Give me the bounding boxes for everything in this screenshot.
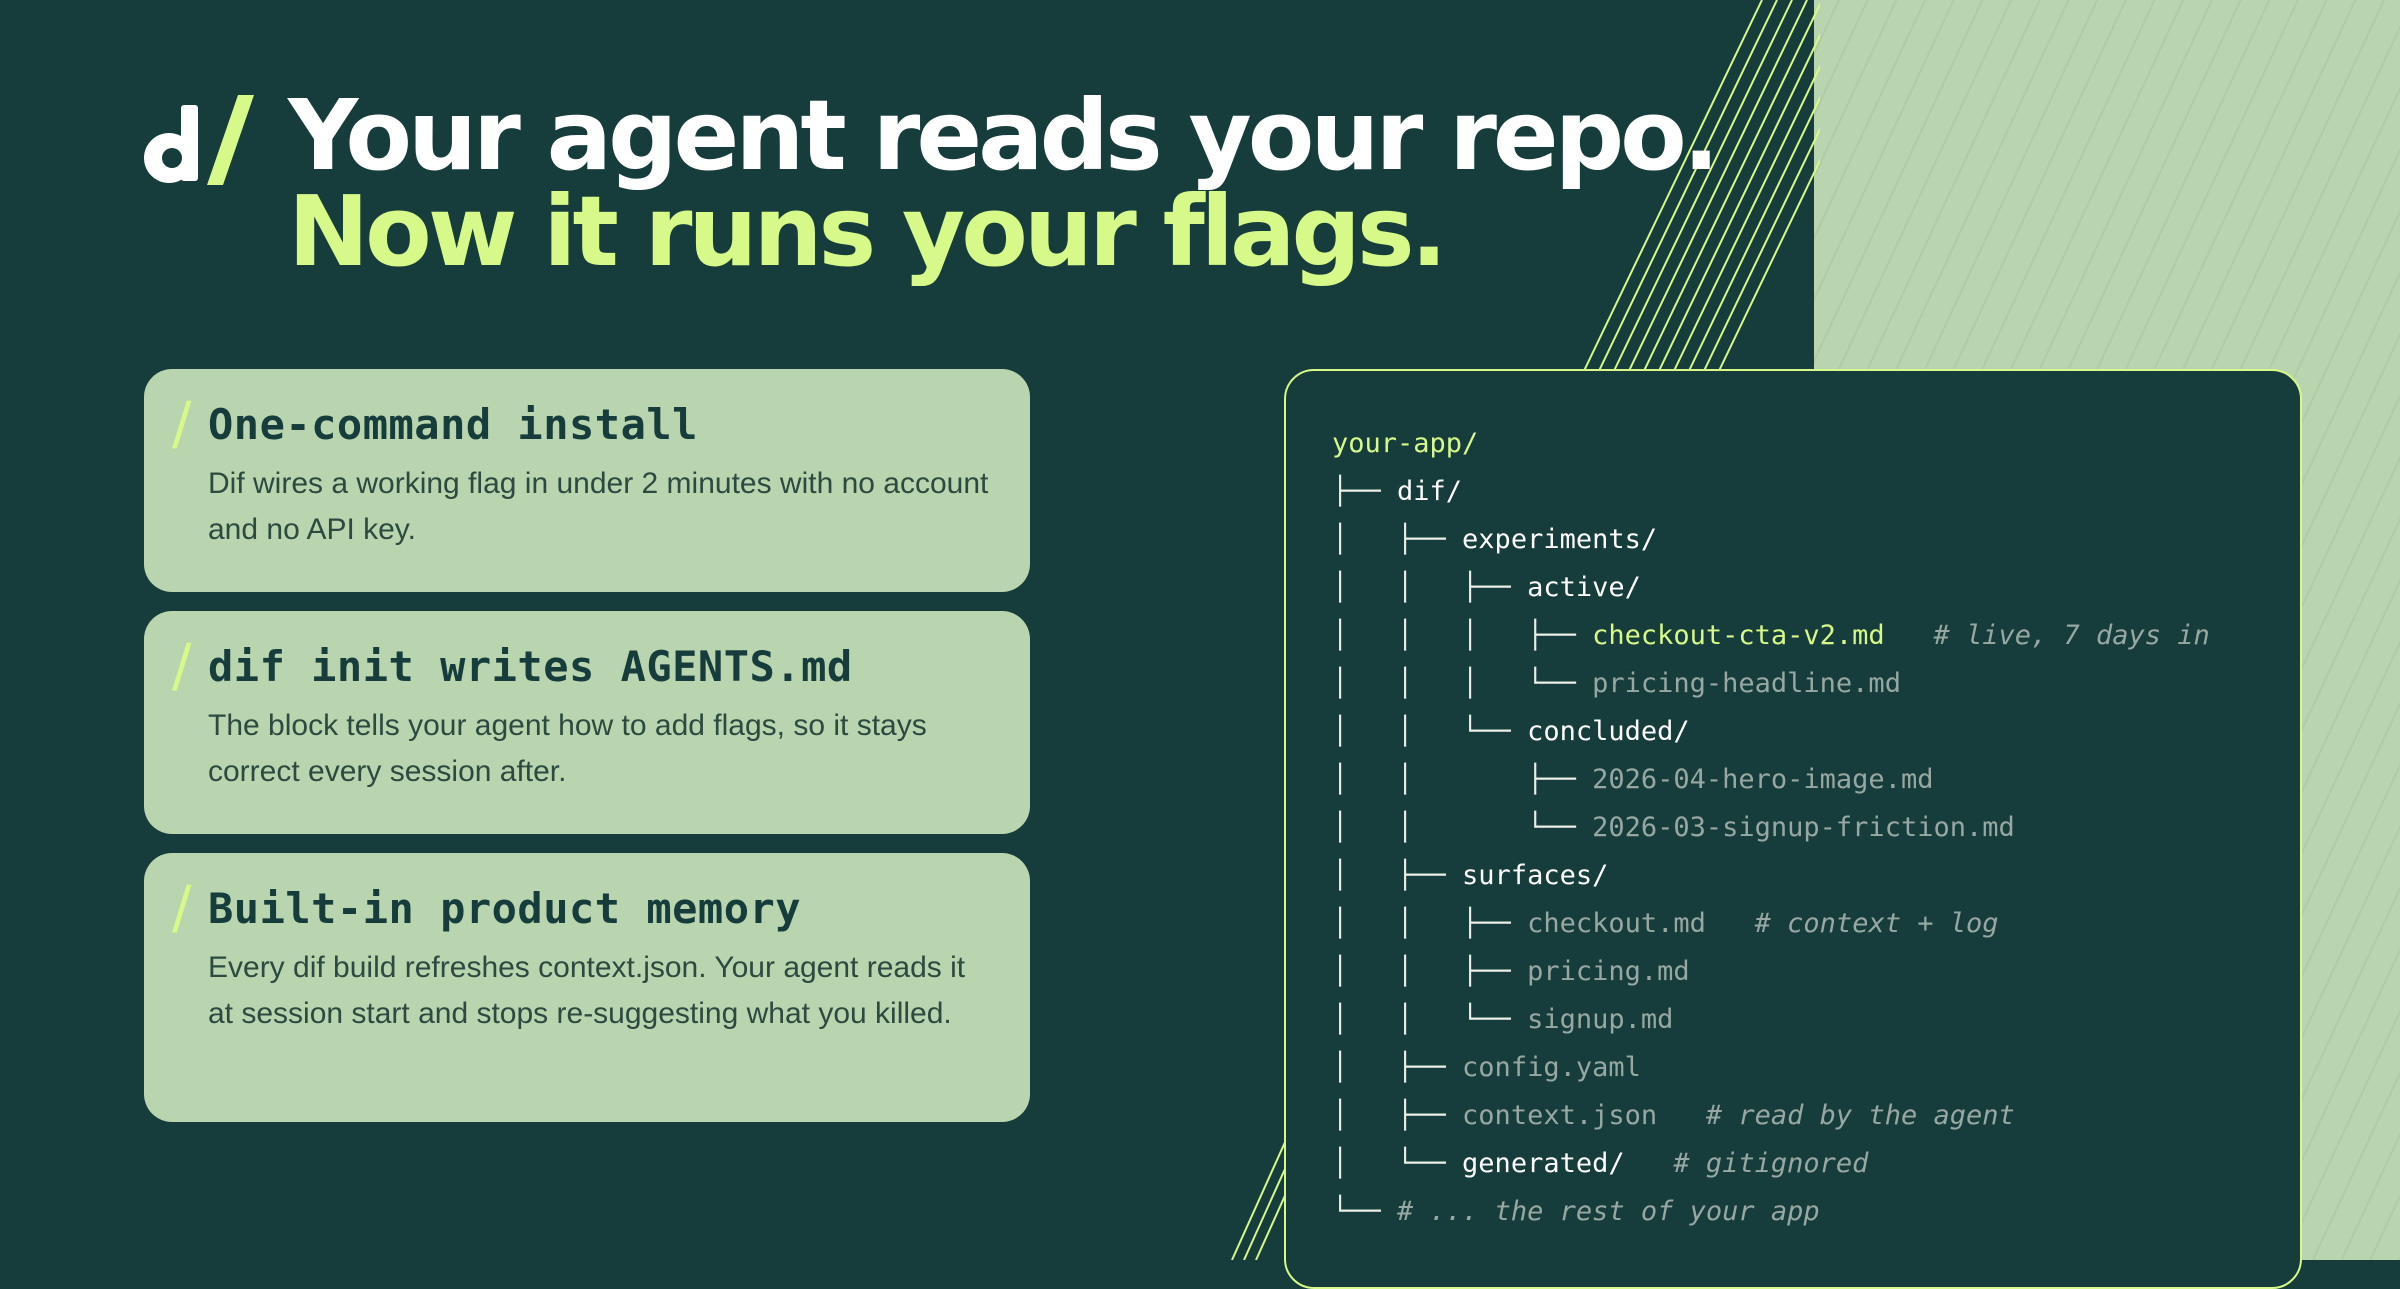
tree-branch: ├── [1332, 476, 1398, 507]
headline-line-1: Your agent reads your repo. [288, 79, 1720, 192]
tree-branch: │ │ └── [1332, 716, 1528, 747]
tree-comment: # ... the rest of your app [1397, 1196, 1820, 1227]
tree-row: │ ├── experiments/ [1332, 516, 2210, 564]
headline-line-2: Now it runs your flags. [288, 175, 1448, 288]
tree-row: your-app/ [1332, 420, 2210, 468]
tree-branch: │ │ ├── [1332, 764, 1593, 795]
feature-card-memory: / Built-in product memory Every dif buil… [144, 853, 1030, 1122]
tree-branch: │ │ └── [1332, 1004, 1528, 1035]
tree-branch: │ ├── [1332, 1052, 1463, 1083]
feature-body: Every dif build refreshes context.json. … [208, 951, 966, 1030]
tree-row: └── # ... the rest of your app [1332, 1188, 2210, 1236]
tree-row: │ │ └── concluded/ [1332, 708, 2210, 756]
tree-branch: │ │ ├── [1332, 908, 1528, 939]
tree-row: │ ├── surfaces/ [1332, 852, 2210, 900]
tree-folder-name: experiments/ [1462, 524, 1658, 555]
tree-file-name: checkout.md [1527, 908, 1706, 939]
tree-branch: │ ├── [1332, 524, 1463, 555]
slash-icon: / [172, 631, 192, 699]
feature-card-agents-md: / dif init writes AGENTS.md The block te… [144, 611, 1030, 834]
tree-branch: └── [1332, 1196, 1398, 1227]
tree-branch: │ │ ├── [1332, 572, 1528, 603]
tree-comment: # read by the agent [1657, 1100, 2015, 1131]
headline: Your agent reads your repo. Now it runs … [288, 79, 1720, 288]
tree-comment: # live, 7 days in [1884, 620, 2210, 651]
tree-branch: │ ├── [1332, 860, 1463, 891]
dif-logo: d/ [144, 95, 254, 185]
slash-icon: / [172, 389, 192, 457]
feature-title: One-command install [208, 400, 698, 449]
tree-branch: │ │ │ ├── [1332, 620, 1593, 651]
feature-cards: / One-command install Dif wires a workin… [144, 369, 1030, 1141]
tree-branch: │ │ │ └── [1332, 668, 1593, 699]
tree-row: │ │ ├── pricing.md [1332, 948, 2210, 996]
tree-folder-name: surfaces/ [1462, 860, 1609, 891]
tree-branch: │ ├── [1332, 1100, 1463, 1131]
tree-branch: │ │ ├── [1332, 956, 1528, 987]
tree-file-name: pricing.md [1527, 956, 1690, 987]
tree-file-name: context.json [1462, 1100, 1658, 1131]
tree-file-name: config.yaml [1462, 1052, 1641, 1083]
tree-folder-name: active/ [1527, 572, 1641, 603]
tree-folder-name: concluded/ [1527, 716, 1690, 747]
tree-row: │ ├── config.yaml [1332, 1044, 2210, 1092]
tree-row: │ │ ├── checkout.md # context + log [1332, 900, 2210, 948]
tree-file-name: 2026-04-hero-image.md [1592, 764, 1934, 795]
tree-row: ├── dif/ [1332, 468, 2210, 516]
tree-file-name: pricing-headline.md [1592, 668, 1901, 699]
tree-row: │ │ ├── active/ [1332, 564, 2210, 612]
file-tree-panel [1284, 369, 2302, 1289]
slash-icon: / [172, 873, 192, 941]
decorative-stripes-top [1581, 0, 1820, 375]
tree-row: │ │ │ ├── checkout-cta-v2.md # live, 7 d… [1332, 612, 2210, 660]
tree-folder-name: generated/ [1462, 1148, 1625, 1179]
tree-row: │ ├── context.json # read by the agent [1332, 1092, 2210, 1140]
tree-row: │ │ └── 2026-03-signup-friction.md [1332, 804, 2210, 852]
tree-row: │ │ └── signup.md [1332, 996, 2210, 1044]
tree-file-name: signup.md [1527, 1004, 1674, 1035]
feature-card-install: / One-command install Dif wires a workin… [144, 369, 1030, 592]
tree-file-name: 2026-03-signup-friction.md [1592, 812, 2015, 843]
tree-file-name: checkout-cta-v2.md [1592, 620, 1885, 651]
tree-folder-name: dif/ [1397, 476, 1463, 507]
file-tree: your-app/├── dif/│ ├── experiments/│ │ ├… [1332, 420, 2210, 1236]
feature-body: Dif wires a working flag in under 2 minu… [208, 467, 989, 546]
decorative-stripes-bottom [1231, 1140, 1290, 1260]
tree-row: │ │ │ └── pricing-headline.md [1332, 660, 2210, 708]
tree-comment: # context + log [1705, 908, 1999, 939]
tree-row: │ └── generated/ # gitignored [1332, 1140, 2210, 1188]
tree-comment: # gitignored [1624, 1148, 1869, 1179]
tree-folder-name: your-app/ [1332, 428, 1479, 459]
feature-title: dif init writes AGENTS.md [208, 642, 853, 691]
tree-branch: │ │ └── [1332, 812, 1593, 843]
tree-row: │ │ ├── 2026-04-hero-image.md [1332, 756, 2210, 804]
tree-branch: │ └── [1332, 1148, 1463, 1179]
feature-body: The block tells your agent how to add fl… [208, 709, 927, 788]
feature-title: Built-in product memory [208, 884, 802, 933]
